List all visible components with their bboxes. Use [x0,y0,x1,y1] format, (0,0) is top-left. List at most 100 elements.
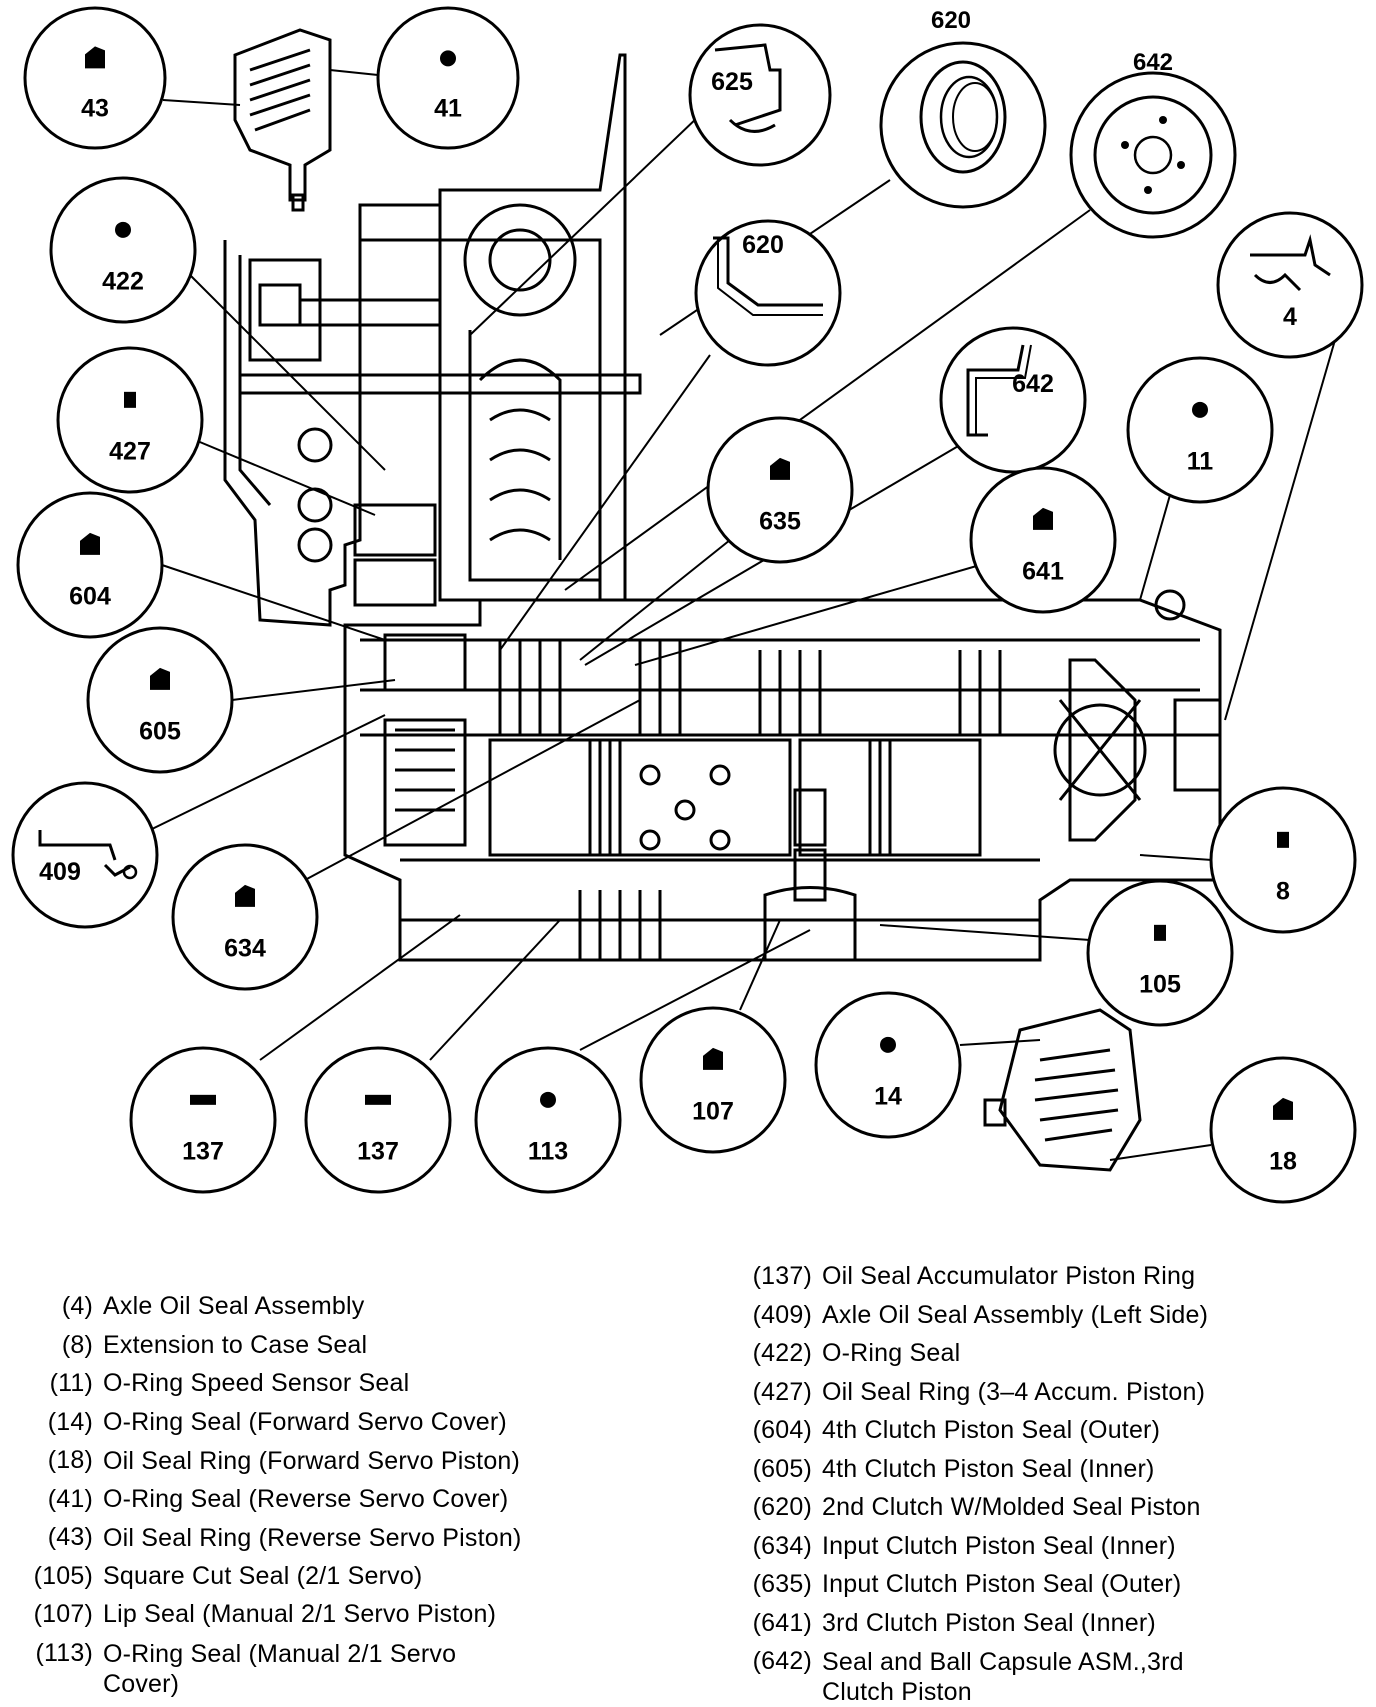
callout-label: 113 [528,1138,568,1166]
legend-number: (634) [752,1531,812,1560]
callout-label: 137 [182,1138,224,1166]
callout-circle [129,1046,277,1194]
callout-107: 107 [639,1006,787,1154]
seal-hook-icon [1033,507,1053,530]
legend-number: (641) [752,1608,812,1637]
legend-item: (604)4th Clutch Piston Seal (Outer) [752,1416,1160,1445]
callout-137a: 137 [129,1046,277,1194]
callout-620b: 620 [694,219,842,367]
seal-hook-icon [80,532,100,555]
legend-number: (105) [33,1561,93,1590]
legend-item: (8)Extension to Case Seal [15,1331,367,1360]
legend-text: Square Cut Seal (2/1 Servo) [103,1561,423,1590]
callout-circle [1126,356,1274,504]
legend-number: (113) [35,1638,93,1667]
legend-item: (43)Oil Seal Ring (Reverse Servo Piston) [15,1523,523,1553]
callout-circle [56,346,204,494]
legend-text: Oil Seal Accumulator Piston Ring [822,1262,1196,1290]
legend-number: (41) [47,1484,93,1513]
callout-label: 620 [742,231,784,259]
callout-label: 625 [711,68,753,96]
callout-label: 137 [357,1138,399,1166]
legend-item: (641)3rd Clutch Piston Seal (Inner) [752,1609,1156,1638]
legend-item: (4)Axle Oil Seal Assembly [15,1292,364,1321]
callout-circle [171,843,319,991]
legend-number: (8) [61,1330,93,1359]
callout-label: 605 [139,718,181,746]
callout-label: 105 [1139,971,1181,999]
legend-number: (137) [752,1262,812,1290]
profile-642-icon [966,344,1032,437]
profile-620-icon [713,236,823,316]
callout-18: 18 [1209,1056,1357,1204]
legend-item: (427)Oil Seal Ring (3–4 Accum. Piston) [752,1378,1205,1407]
callout-circle [1209,786,1357,934]
legend-number: (605) [752,1454,812,1483]
dot-icon [115,221,131,238]
profile-625-icon [714,43,782,133]
legend-item: (18) Oil Seal Ring (Forward Servo Piston) [15,1446,523,1476]
legend-text: O-Ring Seal (Manual 2/1 Servo Cover) [103,1639,457,1698]
legend-text: Oil Seal Ring (Forward Servo Piston) [103,1447,521,1475]
callout-634: 634 [171,843,319,991]
callout-circle [376,6,520,150]
capsule-icon [1093,95,1213,215]
seal-hook-icon [85,46,105,69]
legend-item: (105) Square Cut Seal (2/1 Servo) [15,1561,423,1591]
legend-item: (113) O-Ring Seal (Manual 2/1 Servo Cover… [15,1639,523,1699]
callout-circle [16,491,164,639]
callout-642b: 642 [939,326,1087,474]
callout-113: 113 [474,1046,622,1194]
callout-label: 427 [109,438,151,466]
legend-number: (427) [752,1377,812,1406]
callout-circle [694,219,842,367]
callout-circle [814,991,962,1139]
dot-icon [880,1036,896,1053]
legend-text: O-Ring Seal [822,1339,961,1367]
callout-label: 604 [69,583,111,611]
callout-label: 4 [1283,303,1297,331]
legend-number: (43) [47,1523,93,1551]
legend-item: (605)4th Clutch Piston Seal (Inner) [752,1455,1155,1484]
callout-label: 43 [81,95,109,123]
square-small-icon [1154,924,1166,941]
square-small-icon [1277,831,1289,848]
callout-641: 641 [969,466,1117,614]
legend-text: Input Clutch Piston Seal (Inner) [822,1531,1176,1560]
callout-105: 105 [1086,879,1234,1027]
callout-label: 635 [759,508,801,536]
legend-item: (11)O-Ring Speed Sensor Seal [15,1369,410,1398]
legend-number: (107) [33,1600,93,1628]
callout-label: 409 [39,858,81,886]
callout-427: 427 [56,346,204,494]
callout-circle [474,1046,622,1194]
top-label-620: 620 [931,7,971,34]
legend-number: (11) [49,1369,93,1397]
legend-number: (620) [752,1493,812,1521]
legend-number: (642) [752,1647,812,1675]
callout-4: 4 [1216,211,1364,359]
callout-422: 422 [49,176,197,324]
legend-text: Input Clutch Piston Seal (Outer) [822,1570,1182,1598]
callout-625: 625 [688,23,832,167]
legend-number: (18) [47,1446,93,1474]
callout-circle [706,416,854,564]
dot-icon [1192,401,1208,418]
callout-642a [1069,71,1237,239]
callout-label: 634 [224,935,266,963]
leader-lines [149,69,1336,1161]
legend-number: (422) [752,1339,812,1367]
callout-label: 422 [102,268,144,296]
legend-text: 2nd Clutch W/Molded Seal Piston [822,1493,1201,1521]
legend-number: (409) [752,1300,812,1329]
legend-item: (137) Oil Seal Accumulator Piston Ring [752,1262,1195,1291]
bar-icon [190,1094,216,1105]
callout-620a [879,41,1047,209]
profile-409-icon [38,830,138,880]
dot-icon [540,1091,556,1108]
callout-635: 635 [706,416,854,564]
legend-text: O-Ring Seal (Forward Servo Cover) [103,1407,507,1436]
transmission-cross-section [223,28,1222,1172]
